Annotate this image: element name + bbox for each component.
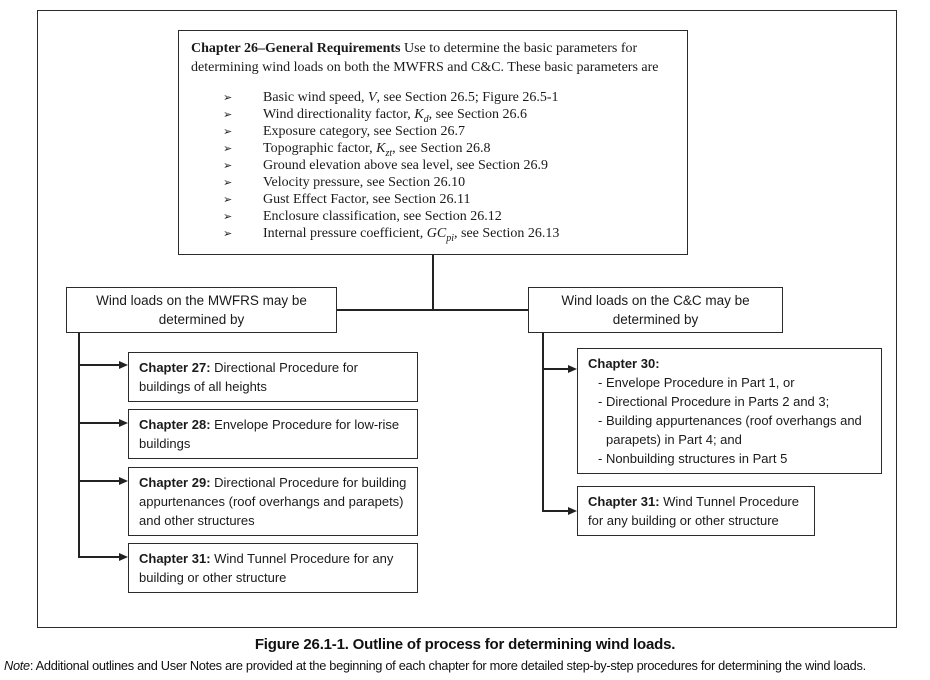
arrow-bullet-icon: ➢: [223, 142, 233, 155]
bullet-item: ➢ Wind directionality factor, Kd, see Sec…: [223, 106, 675, 125]
bullet-text: Basic wind speed,: [263, 90, 368, 105]
branch-mwfrs-line1: Wind loads on the MWFRS may be: [96, 293, 307, 308]
bullet-text: , see Section 26.5; Figure 26.5-1: [376, 90, 559, 105]
bullet-item: ➢ Gust Effect Factor, see Section 26.11: [223, 191, 675, 208]
right-arrowhead-ch30-icon: [568, 364, 577, 373]
bullet-text: , see Section 26.6: [428, 107, 527, 122]
chapter26-title: Chapter 26–General Requirements: [191, 41, 401, 56]
bullet-text: Gust Effect Factor, see Section 26.11: [263, 192, 471, 207]
bullet-text: , see Section 26.8: [392, 141, 491, 156]
bullet-item: ➢ Velocity pressure, see Section 26.10: [223, 174, 675, 191]
chapter31-right-label: Chapter 31:: [588, 494, 660, 509]
bullet-item: ➢ Exposure category, see Section 26.7: [223, 123, 675, 140]
left-arrowhead-ch29-icon: [119, 476, 128, 485]
flowchart-outer-border: [37, 10, 897, 628]
chapter30-item-2: - Directional Procedure in Parts 2 and 3…: [598, 394, 830, 409]
connector-mid-horizontal: [337, 309, 528, 311]
branch-box-cc: Wind loads on the C&C may be determined …: [528, 287, 783, 333]
bullet-item: ➢ Topographic factor, Kzt, see Section 26…: [223, 140, 675, 159]
chapter31-right-box: Chapter 31: Wind Tunnel Procedure for an…: [577, 486, 815, 536]
right-arrow-line-ch30: [542, 368, 568, 370]
figure-caption: Figure 26.1-1. Outline of process for de…: [254, 636, 676, 653]
branch-box-mwfrs: Wind loads on the MWFRS may be determine…: [66, 287, 337, 333]
left-arrow-line-ch29: [78, 480, 119, 482]
left-branch-vertical-line: [78, 333, 80, 557]
bullet-symbol: GC: [426, 226, 447, 241]
arrow-bullet-icon: ➢: [223, 159, 233, 172]
left-arrowhead-ch28-icon: [119, 418, 128, 427]
chapter26-intro-line1: Use to determine the basic parameters fo…: [400, 41, 638, 56]
chapter28-label: Chapter 28:: [139, 417, 211, 432]
figure-note: Note: Additional outlines and User Notes…: [4, 658, 928, 673]
arrow-bullet-icon: ➢: [223, 227, 233, 240]
chapter27-text: Directional Procedure for buildings of a…: [139, 360, 358, 394]
chapter30-label: Chapter 30:: [588, 356, 660, 371]
chapter29-text: Directional Procedure for building appur…: [139, 475, 407, 528]
chapter31-right-text: Wind Tunnel Procedure for any building o…: [588, 494, 799, 528]
branch-cc-line2: determined by: [612, 312, 699, 327]
chapter29-label: Chapter 29:: [139, 475, 211, 490]
bullet-text: Velocity pressure, see Section 26.10: [263, 175, 466, 190]
arrow-bullet-icon: ➢: [223, 176, 233, 189]
chapter29-box: Chapter 29: Directional Procedure for bu…: [128, 467, 418, 536]
bullet-text: Topographic factor,: [263, 141, 377, 156]
bullet-text: Ground elevation above sea level, see Se…: [263, 158, 548, 173]
arrow-bullet-icon: ➢: [223, 91, 233, 104]
chapter26-bullet-list: ➢ Basic wind speed, V, see Section 26.5; …: [191, 89, 675, 244]
bullet-text: Enclosure classification, see Section 26…: [263, 209, 502, 224]
bullet-text: Internal pressure coefficient,: [263, 226, 427, 241]
chapter30-item-1: - Envelope Procedure in Part 1, or: [598, 375, 795, 390]
figure-note-text: : Additional outlines and User Notes are…: [29, 658, 866, 673]
left-arrow-line-ch27: [78, 364, 119, 366]
branch-mwfrs-line2: determined by: [158, 312, 245, 327]
chapter26-box: Chapter 26–General Requirements Use to d…: [178, 30, 688, 255]
left-arrowhead-ch31-icon: [119, 552, 128, 561]
left-arrow-line-ch28: [78, 422, 119, 424]
branch-cc-line1: Wind loads on the C&C may be: [561, 293, 750, 308]
bullet-symbol: K: [376, 141, 386, 156]
arrow-bullet-icon: ➢: [223, 125, 233, 138]
bullet-subscript: d: [423, 113, 429, 125]
bullet-symbol: V: [367, 90, 377, 105]
bullet-subscript: pi: [446, 232, 455, 244]
bullet-item: ➢ Ground elevation above sea level, see S…: [223, 157, 675, 174]
bullet-subscript: zt: [385, 147, 393, 159]
right-arrowhead-ch31-icon: [568, 506, 577, 515]
bullet-symbol: K: [414, 107, 424, 122]
bullet-item: ➢ Internal pressure coefficient, GCpi, se…: [223, 225, 675, 244]
chapter28-text: Envelope Procedure for low-rise building…: [139, 417, 400, 451]
arrow-bullet-icon: ➢: [223, 193, 233, 206]
bullet-item: ➢ Basic wind speed, V, see Section 26.5; …: [223, 89, 675, 106]
chapter27-box: Chapter 27: Directional Procedure for bu…: [128, 352, 418, 402]
right-arrow-line-ch31: [542, 510, 568, 512]
chapter31-left-text: Wind Tunnel Procedure for any building o…: [139, 551, 394, 585]
chapter27-label: Chapter 27:: [139, 360, 211, 375]
chapter30-box: Chapter 30: - Envelope Procedure in Part…: [577, 348, 882, 474]
connector-top-vertical: [432, 255, 434, 309]
arrow-bullet-icon: ➢: [223, 210, 233, 223]
chapter31-left-label: Chapter 31:: [139, 551, 211, 566]
bullet-text: Exposure category, see Section 26.7: [263, 124, 466, 139]
chapter31-left-box: Chapter 31: Wind Tunnel Procedure for an…: [128, 543, 418, 593]
chapter30-item-3: - Building appurtenances (roof overhangs…: [598, 413, 862, 447]
figure-note-label: Note: [4, 658, 30, 673]
left-arrowhead-ch27-icon: [119, 360, 128, 369]
chapter26-intro: Chapter 26–General Requirements Use to d…: [191, 39, 675, 77]
left-arrow-line-ch31: [78, 556, 119, 558]
chapter30-item-4: - Nonbuilding structures in Part 5: [598, 451, 788, 466]
arrow-bullet-icon: ➢: [223, 108, 233, 121]
chapter26-intro-line2: determining wind loads on both the MWFRS…: [191, 60, 659, 75]
chapter28-box: Chapter 28: Envelope Procedure for low-r…: [128, 409, 418, 459]
bullet-item: ➢ Enclosure classification, see Section 2…: [223, 208, 675, 225]
bullet-text: Wind directionality factor,: [263, 107, 415, 122]
right-branch-vertical-line: [542, 333, 544, 511]
bullet-text: , see Section 26.13: [454, 226, 560, 241]
